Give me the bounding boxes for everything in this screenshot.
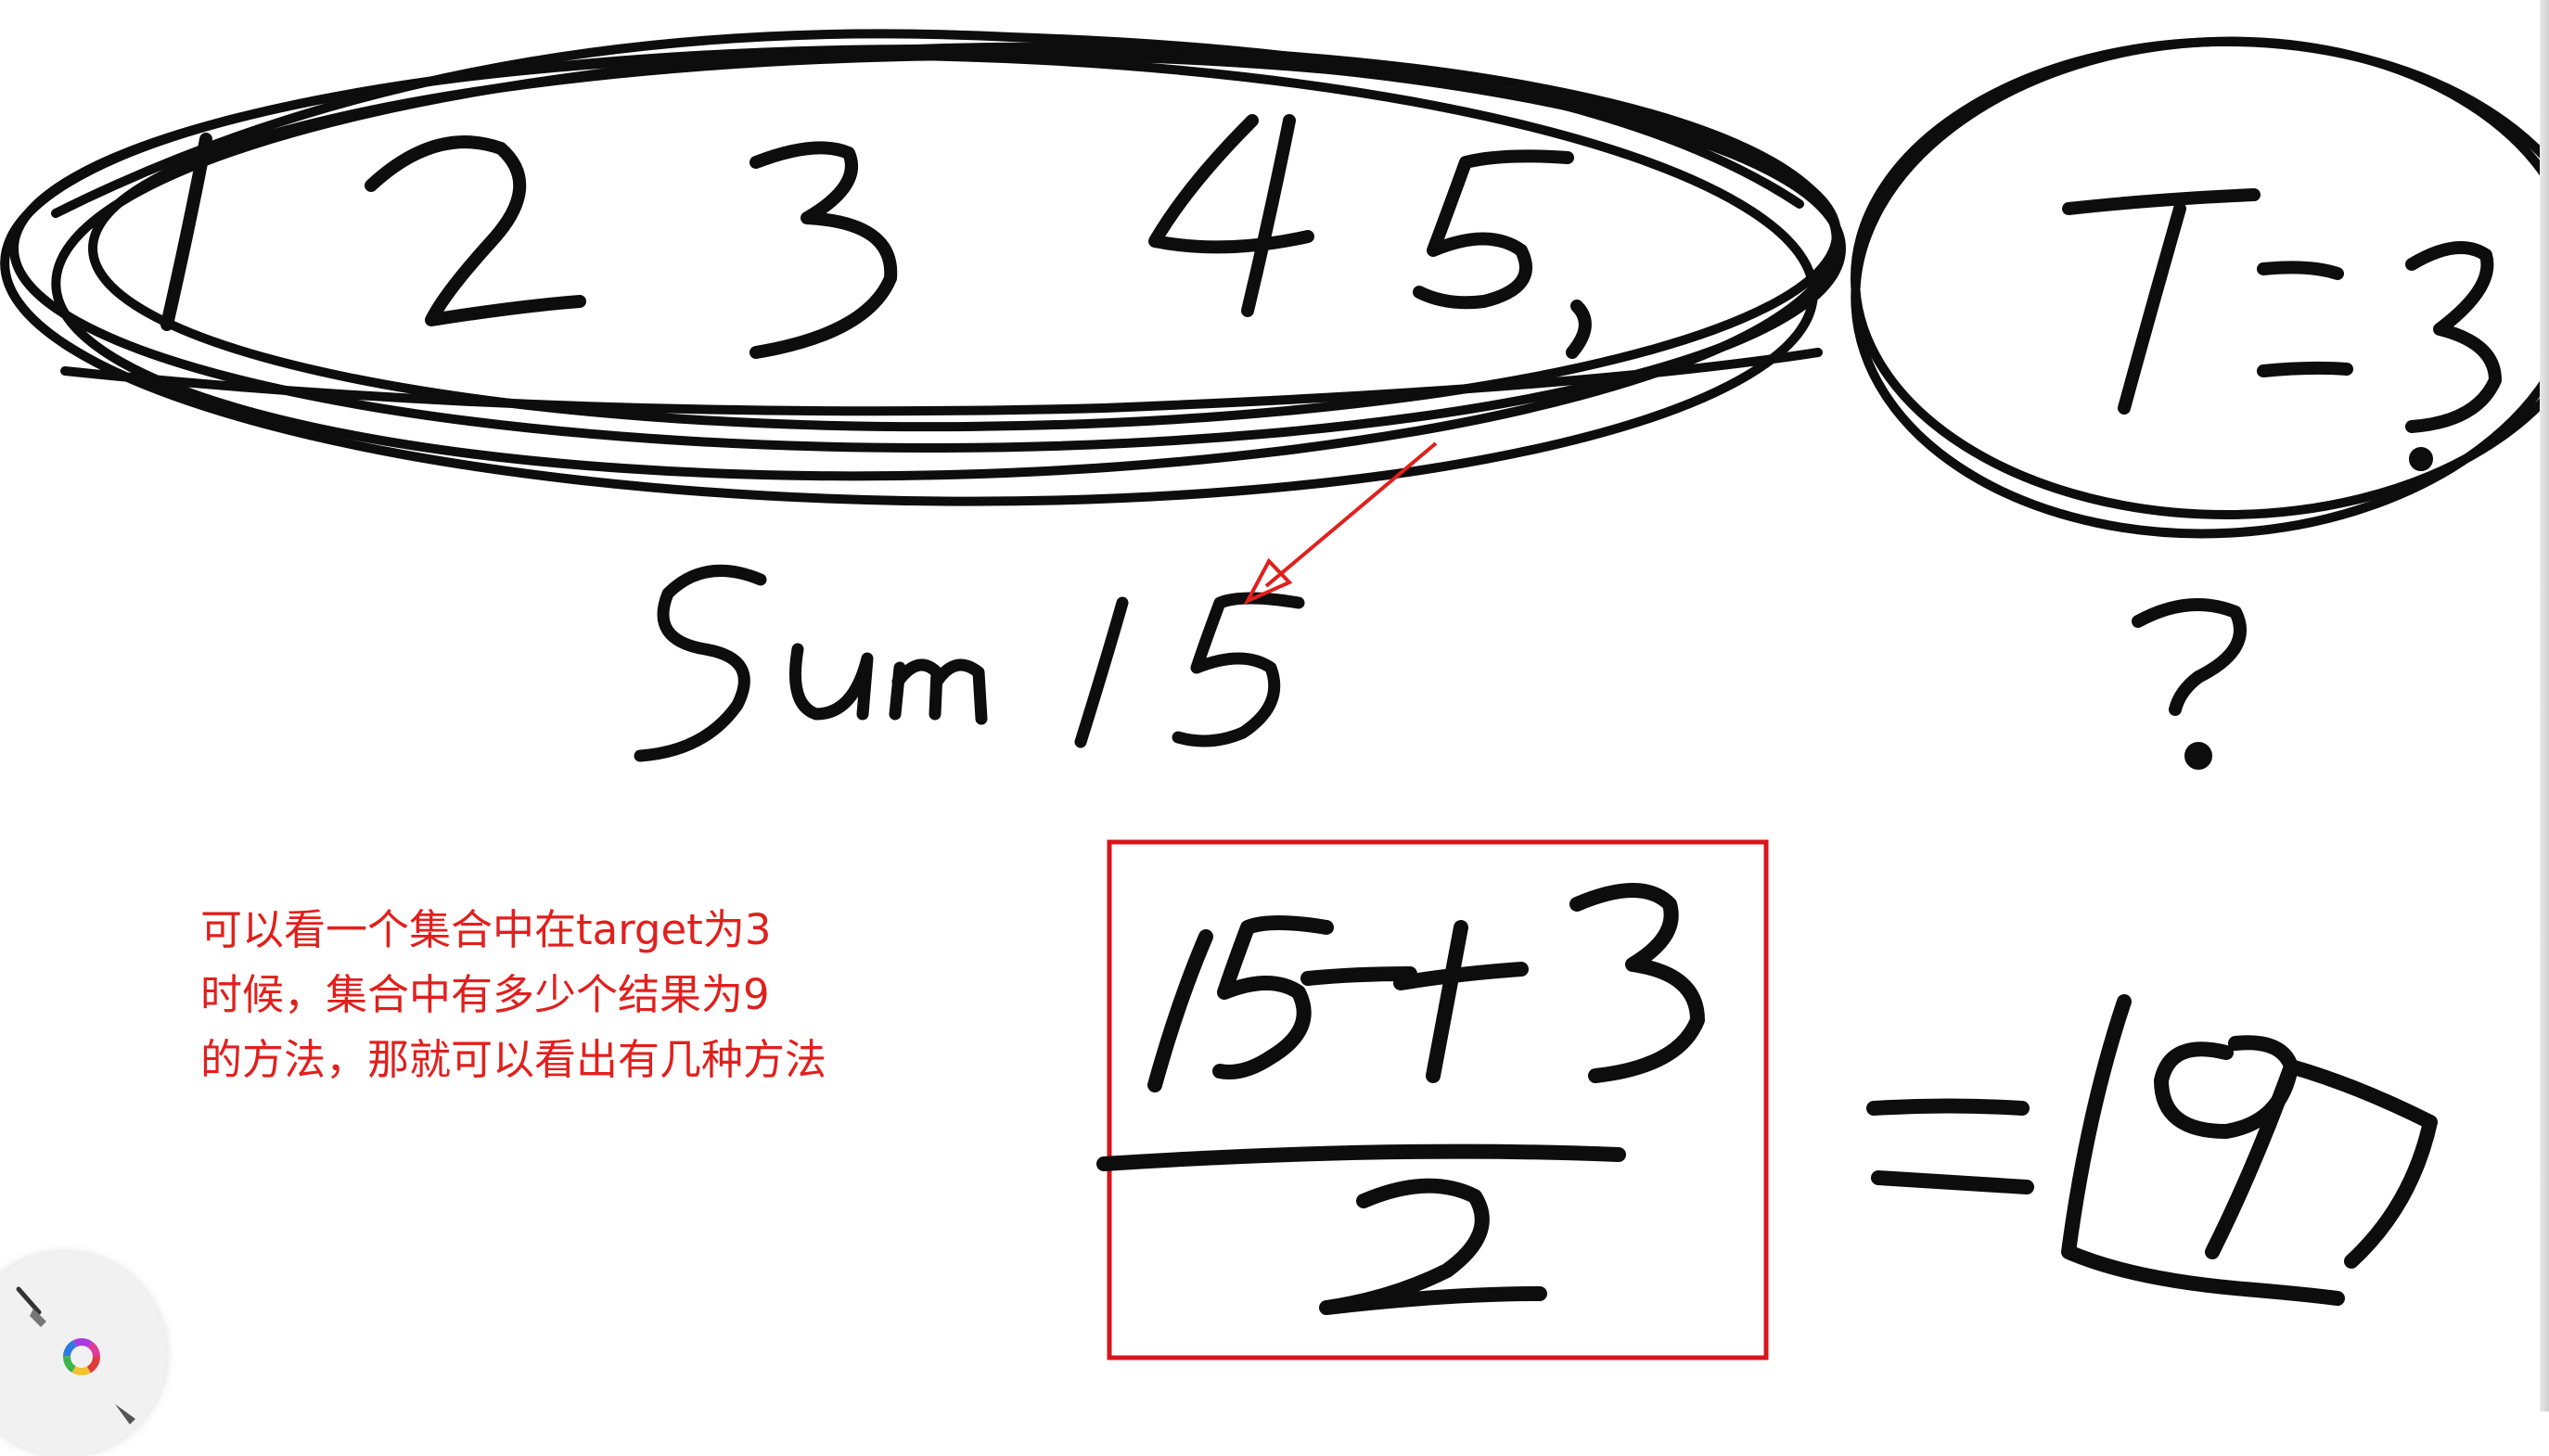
digit-1 [160, 133, 212, 331]
pointer-arrow [1243, 441, 1438, 606]
digit-5 [1413, 149, 1592, 359]
color-wheel-icon[interactable] [60, 1335, 103, 1382]
window-edge [2540, 0, 2549, 1411]
number-set-loops [0, 29, 1846, 506]
annotation-line-3: 的方法，那就可以看出有几种方法 [200, 1035, 827, 1084]
pencil-icon[interactable] [111, 1400, 139, 1432]
annotation-line-2: 时候，集合中有多少个结果为9 [200, 970, 770, 1019]
digit-4 [1148, 114, 1314, 317]
sum-15 [634, 564, 1305, 762]
equals-9 [1866, 994, 2438, 1306]
highlight-box [1107, 839, 1769, 1360]
target-circle [1851, 36, 2549, 539]
annotation-note: 可以看一个集合中在target为3 时候，集合中有多少个结果为9 的方法，那就可… [200, 898, 905, 1092]
t-equals-3 [2062, 188, 2502, 471]
whiteboard-canvas[interactable] [0, 0, 2549, 1411]
brush-icon[interactable] [9, 1284, 56, 1335]
digit-2 [365, 135, 586, 326]
annotation-line-1: 可以看一个集合中在target为3 [200, 905, 772, 954]
digit-3 [749, 141, 898, 359]
question-mark [2132, 598, 2247, 770]
fraction-15-plus-3 [1096, 883, 1705, 1315]
